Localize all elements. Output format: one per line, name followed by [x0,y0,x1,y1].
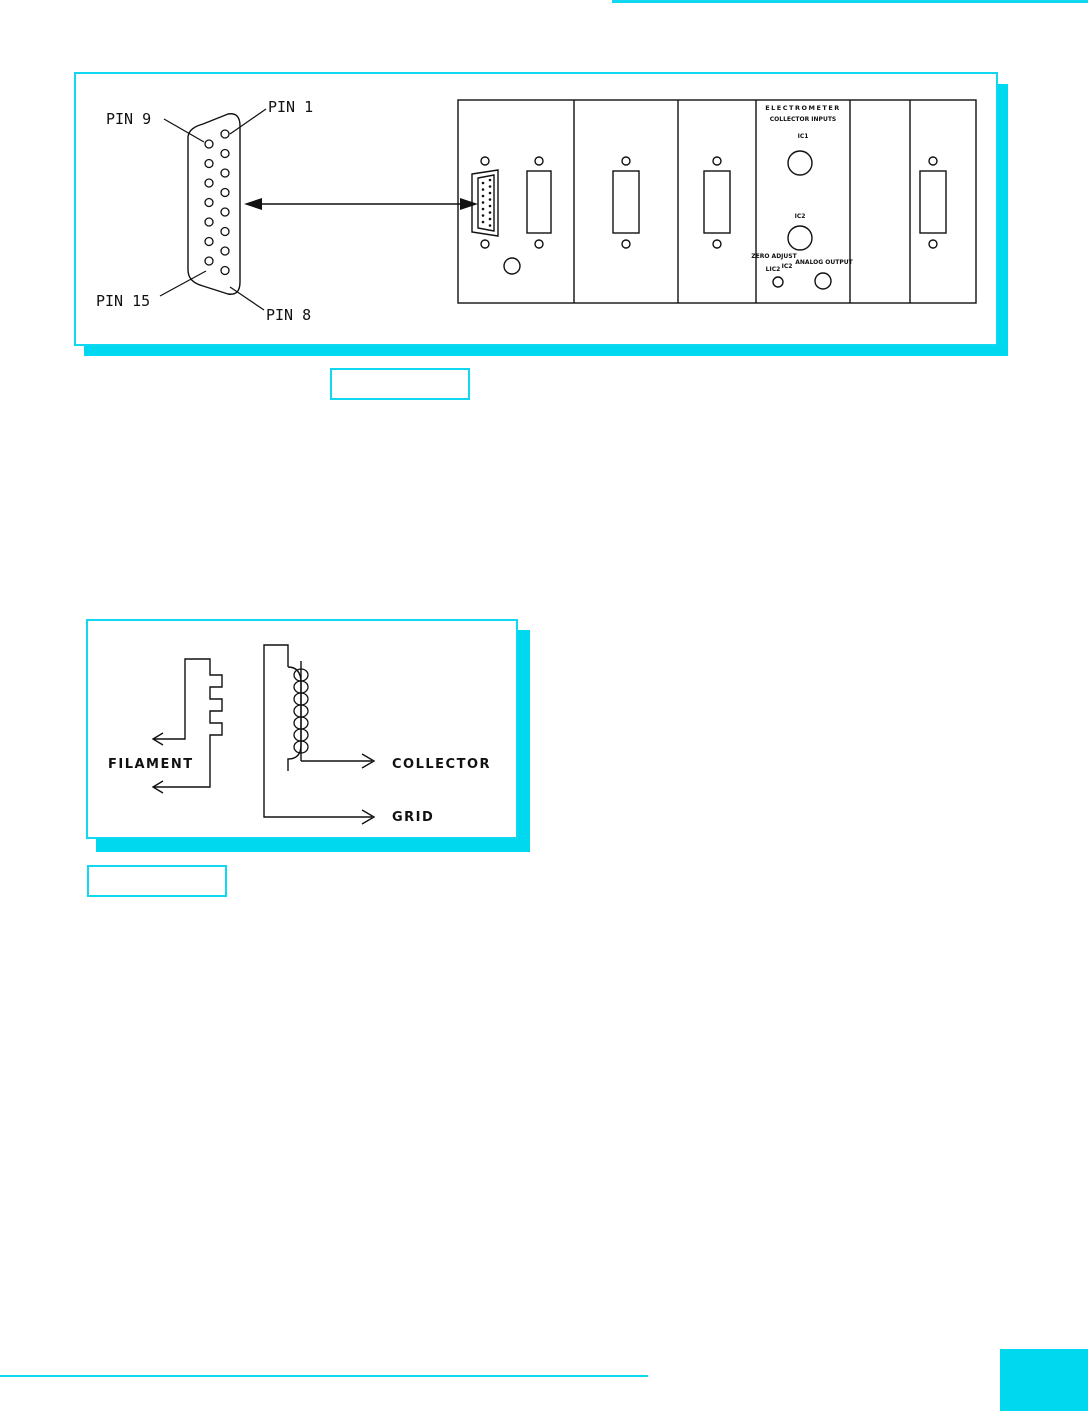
grid-label: GRID [392,810,434,825]
helix-coil [293,740,309,754]
figure2-frame: FILAMENT COLLECTOR GRID [86,619,518,839]
page-tab [1000,1349,1088,1411]
male-connector-pin [488,224,492,227]
ic2-small-label: IC2 [782,263,793,270]
dsub-pin [220,129,230,139]
pin15-leader [159,270,207,297]
electrometer-panel-labels: ELECTROMETER COLLECTOR INPUTS IC1 IC2 ZE… [751,104,853,273]
slot1-knob [503,257,521,275]
dsub-pin [204,236,214,247]
zero-adjust-pot [772,276,784,288]
dsub-pin [204,139,214,149]
analog-output-jack [814,272,832,290]
ion-gauge-schematic: FILAMENT COLLECTOR GRID [108,644,491,825]
filament-wire [153,658,223,788]
male-connector-pin [481,181,485,185]
male-connector-pin [481,188,485,191]
male-connector-pin [488,198,492,201]
ic1-label: IC1 [798,133,809,140]
dsub-pin [220,207,230,217]
zero-adjust-label: ZERO ADJUST [751,253,797,260]
slot6-connector [919,156,947,249]
filament-arrow-top [151,732,164,746]
pin1-label: PIN 1 [268,98,313,116]
male-connector-pin [488,191,492,195]
pin1-leader [229,108,267,135]
dsub-pin [220,246,230,256]
collector-label: COLLECTOR [392,757,491,772]
pin9-leader [163,118,205,143]
dsub-pin [204,256,214,266]
dsub-pin [220,226,230,237]
lic2-label: LIC2 [766,266,781,273]
slot2-connector [612,156,640,249]
filament-arrow-bottom [151,780,164,794]
male-connector-pin [488,211,492,214]
dsub-pin [204,178,214,188]
rack-panel-outline [457,99,977,304]
figure1-frame: PIN 9 PIN 1 PIN 15 PIN 8 [74,72,998,346]
collector-inputs-label: COLLECTOR INPUTS [770,116,837,123]
male-connector-pin [481,207,485,211]
dsub-pin [220,187,230,198]
male-connector-pin [488,204,492,208]
ic1-input-jack [787,150,813,176]
grid-loop [287,666,302,771]
pin9-label: PIN 9 [106,110,151,128]
connector-panel-diagram: PIN 9 PIN 1 PIN 15 PIN 8 [96,98,977,324]
pin8-label: PIN 8 [266,306,311,324]
grid-arrow [361,809,376,825]
top-rule [612,0,1088,3]
collector-arrow [361,753,376,769]
dsub-pin [220,168,230,178]
slot3-connector [703,156,731,249]
male-connector-pin [481,201,485,204]
dsub-pin [204,197,214,208]
dsub-pin [220,265,230,276]
male-connector-pin [488,178,492,182]
grid-wire [263,644,372,818]
male-connector-pin [488,185,492,188]
filament-label: FILAMENT [108,757,194,772]
dsub-pin [220,148,230,159]
male-connector-pin [481,214,485,217]
ic2-label: IC2 [795,213,806,220]
grid-helix [293,668,309,754]
connection-arrow [244,198,478,210]
dsub-connector-outline [187,113,241,295]
dsub-pin [204,217,214,227]
male-connector-pin [488,217,492,221]
slot1-male-connector [471,156,499,249]
electrometer-title: ELECTROMETER [765,104,841,112]
slot1-female-connector [526,156,552,249]
analog-output-label: ANALOG OUTPUT [795,259,853,266]
figure1-caption-box [330,368,470,400]
pin8-leader [229,286,265,311]
bottom-rule [0,1375,648,1377]
figure2-caption-box [87,865,227,897]
male-connector-pin [481,220,485,224]
male-connector-pin [481,194,485,198]
pin15-label: PIN 15 [96,292,150,310]
dsub-pin [204,158,214,169]
ic2-input-jack [787,225,813,251]
